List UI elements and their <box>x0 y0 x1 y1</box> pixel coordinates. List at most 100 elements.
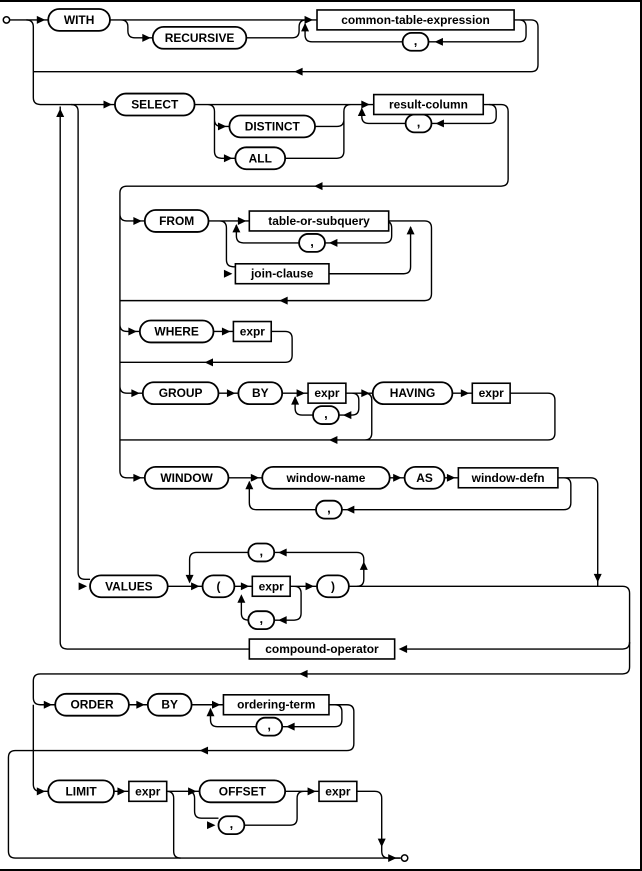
nonterminal-window-name[interactable]: window-name <box>261 465 391 490</box>
punct-left-paren-box <box>201 574 236 599</box>
keyword-with-box <box>47 8 111 32</box>
comma-result-column-label: , <box>417 114 421 129</box>
comma-group-expr-label: , <box>324 406 328 421</box>
arrowhead-icon <box>56 108 65 117</box>
keyword-select-box <box>114 92 196 117</box>
arrowhead-icon <box>328 238 338 247</box>
comma-ordering-term-label: , <box>267 718 271 733</box>
nonterminal-expr-having-box[interactable] <box>471 382 511 404</box>
keyword-group-label: GROUP <box>159 386 203 400</box>
nonterminal-table-or-subquery-label: table-or-subquery <box>268 214 370 228</box>
keyword-window-label: WINDOW <box>160 471 213 485</box>
arrowhead-icon <box>296 389 306 398</box>
arrowhead-icon <box>435 119 444 128</box>
wire-bottom-exit <box>7 749 401 859</box>
keyword-as-label: AS <box>416 471 433 485</box>
keyword-group: GROUP <box>141 381 220 406</box>
nonterminal-expr-having[interactable]: expr <box>471 382 511 404</box>
wire-compound-loop <box>59 106 631 650</box>
comma-values-outer-label: , <box>259 543 263 558</box>
keyword-distinct-label: DISTINCT <box>245 119 301 133</box>
nonterminal-table-or-subquery-box[interactable] <box>248 210 390 232</box>
nonterminal-expr-where[interactable]: expr <box>232 320 273 343</box>
keyword-offset: OFFSET <box>198 779 287 804</box>
arrowhead-icon <box>278 548 287 557</box>
nonterminal-expr-limit[interactable]: expr <box>128 780 168 803</box>
keyword-with-label: WITH <box>64 13 94 27</box>
nonterminal-expr-values[interactable]: expr <box>251 575 291 598</box>
arrowhead-icon <box>345 505 355 514</box>
nonterminal-window-defn-box[interactable] <box>457 467 559 489</box>
comma-ordering-term: , <box>255 716 284 737</box>
nonterminal-expr-offset-label: expr <box>325 784 351 798</box>
nonterminal-expr-group[interactable]: expr <box>307 382 347 404</box>
nonterminal-join-clause-box[interactable] <box>234 262 330 285</box>
comma-table-or-subquery: , <box>298 233 326 253</box>
comma-ordering-term-box <box>255 716 284 737</box>
nonterminal-window-defn[interactable]: window-defn <box>457 467 559 489</box>
keyword-all-box <box>234 146 287 171</box>
comma-limit: , <box>217 815 246 836</box>
arrowhead-icon <box>128 327 137 336</box>
nonterminal-expr-limit-box[interactable] <box>128 780 168 803</box>
nonterminal-expr-offset[interactable]: expr <box>318 780 358 803</box>
arrowhead-icon <box>359 561 368 570</box>
comma-group-expr-box <box>312 405 340 425</box>
keyword-by-order-label: BY <box>161 698 178 712</box>
comma-window-box <box>315 499 343 520</box>
nonterminal-expr-where-box[interactable] <box>232 320 273 343</box>
nonterminal-common-table-expression-box[interactable] <box>316 9 515 31</box>
punct-right-paren: ) <box>316 574 350 599</box>
arrowhead-icon <box>361 389 370 398</box>
comma-window: , <box>315 499 343 520</box>
start-terminal <box>2 15 11 24</box>
nonterminal-result-column[interactable]: result-column <box>372 93 485 116</box>
arrowhead-icon <box>328 435 338 444</box>
nonterminal-result-column-box[interactable] <box>372 93 485 116</box>
keyword-distinct-box <box>228 114 316 139</box>
nonterminal-expr-group-box[interactable] <box>307 382 347 404</box>
nonterminal-join-clause[interactable]: join-clause <box>234 262 330 285</box>
end-terminal <box>400 854 409 862</box>
arrowhead-icon <box>199 746 209 755</box>
nonterminal-result-column-label: result-column <box>389 98 468 112</box>
arrowhead-icon <box>250 473 260 482</box>
comma-result-column: , <box>404 113 433 134</box>
nonterminal-expr-offset-box[interactable] <box>318 780 358 803</box>
keyword-by-order: BY <box>146 692 193 717</box>
nonterminal-compound-operator[interactable]: compound-operator <box>248 638 396 660</box>
comma-group-expr: , <box>312 405 340 425</box>
arrowhead-icon <box>434 37 443 46</box>
keyword-by-group-label: BY <box>252 386 269 400</box>
nonterminal-ordering-term[interactable]: ordering-term <box>222 694 330 716</box>
nonterminal-expr-values-box[interactable] <box>251 575 291 598</box>
arrowhead-icon <box>314 182 323 191</box>
keyword-select-label: SELECT <box>131 98 179 112</box>
nonterminal-expr-having-label: expr <box>479 386 505 400</box>
arrowhead-icon <box>301 22 310 32</box>
arrowhead-icon <box>304 15 314 24</box>
keyword-from-label: FROM <box>159 214 194 228</box>
nonterminal-window-name-box[interactable] <box>261 465 391 490</box>
keyword-by-group-box <box>237 381 284 406</box>
arrowhead-icon <box>307 787 317 796</box>
nonterminal-window-name-label: window-name <box>286 471 366 485</box>
nonterminal-compound-operator-box[interactable] <box>248 638 396 660</box>
arrowhead-icon <box>279 296 288 305</box>
comma-values-inner-box <box>247 610 276 631</box>
comma-table-or-subquery-box <box>298 233 326 253</box>
wire-left-spine <box>119 103 509 479</box>
nonterminal-common-table-expression[interactable]: common-table-expression <box>316 9 515 31</box>
nonterminal-table-or-subquery[interactable]: table-or-subquery <box>248 210 390 232</box>
wire-order-by-section <box>32 704 355 793</box>
nonterminal-ordering-term-box[interactable] <box>222 694 330 716</box>
keyword-where: WHERE <box>138 319 215 344</box>
arrowhead-icon <box>305 582 315 591</box>
keyword-all: ALL <box>234 146 287 171</box>
keyword-recursive-label: RECURSIVE <box>165 31 235 45</box>
arrowhead-icon <box>278 616 287 625</box>
nonterminal-expr-values-label: expr <box>259 579 285 593</box>
arrowhead-icon <box>377 838 386 848</box>
punct-left-paren: ( <box>201 574 236 599</box>
keyword-order-label: ORDER <box>70 698 113 712</box>
